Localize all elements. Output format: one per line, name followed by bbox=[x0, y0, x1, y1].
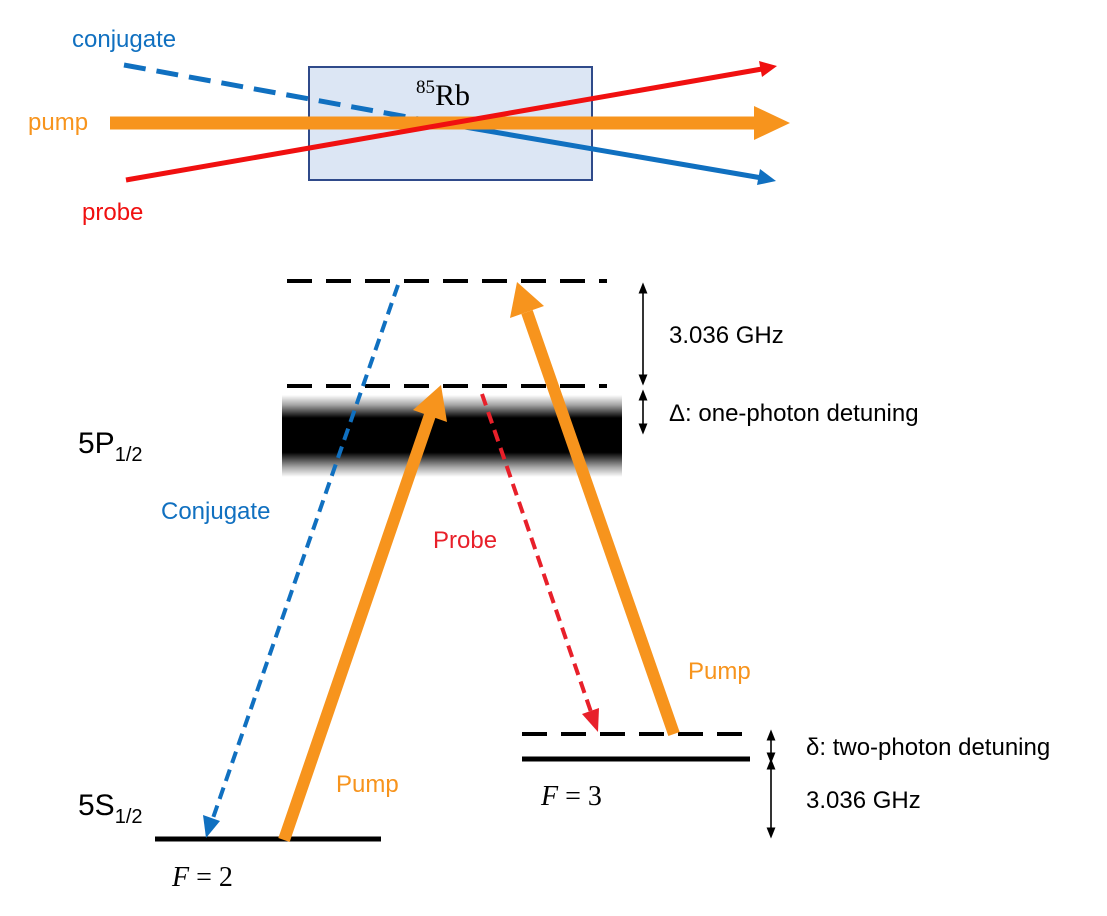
pump-right-label: Pump bbox=[688, 658, 751, 685]
ground-splitting-label: 3.036 GHz bbox=[806, 787, 921, 814]
pump-transition-right-arrowhead bbox=[510, 282, 544, 318]
conjugate-transition bbox=[211, 284, 400, 819]
pump-transition-right bbox=[521, 310, 680, 736]
cell-label: 85Rb bbox=[416, 77, 470, 112]
conjugate-beam-incoming bbox=[123, 62, 425, 123]
ground-state-label: 5S1/2 bbox=[78, 789, 143, 828]
ground-f3-label: F = 3 bbox=[540, 781, 602, 812]
conjugate-beam-label: conjugate bbox=[72, 26, 176, 53]
probe-transition-label: Probe bbox=[433, 527, 497, 554]
probe-beam-arrowhead bbox=[759, 61, 777, 77]
conjugate-beam-arrowhead bbox=[757, 169, 776, 185]
isotope-mass: 85 bbox=[416, 77, 435, 98]
conjugate-beam-outgoing bbox=[423, 117, 763, 181]
pump-beam-arrowhead bbox=[754, 106, 790, 140]
ground-f2-label: F = 2 bbox=[171, 862, 233, 893]
one-photon-detuning-label: Δ: one-photon detuning bbox=[669, 400, 919, 427]
beam-diagram: 85Rb conjugate pump probe bbox=[28, 26, 790, 226]
probe-beam bbox=[125, 66, 763, 183]
excited-state-label: 5P1/2 bbox=[78, 427, 143, 466]
pump-transition-left-arrowhead bbox=[413, 385, 447, 422]
probe-beam-label: probe bbox=[82, 199, 143, 226]
pump-left-label: Pump bbox=[336, 771, 399, 798]
conjugate-transition-arrowhead bbox=[203, 815, 220, 838]
conjugate-transition-label: Conjugate bbox=[161, 498, 270, 525]
upper-splitting-label: 3.036 GHz bbox=[669, 322, 784, 349]
pump-transition-left bbox=[278, 413, 436, 842]
pump-beam-label: pump bbox=[28, 109, 88, 136]
two-photon-detuning-label: δ: two-photon detuning bbox=[806, 734, 1050, 761]
probe-transition-arrowhead bbox=[582, 708, 599, 732]
energy-level-diagram: 5P1/2 5S1/2 F = 2 F = 3 Conjugate Probe … bbox=[78, 279, 1050, 893]
element-symbol: Rb bbox=[435, 79, 470, 112]
